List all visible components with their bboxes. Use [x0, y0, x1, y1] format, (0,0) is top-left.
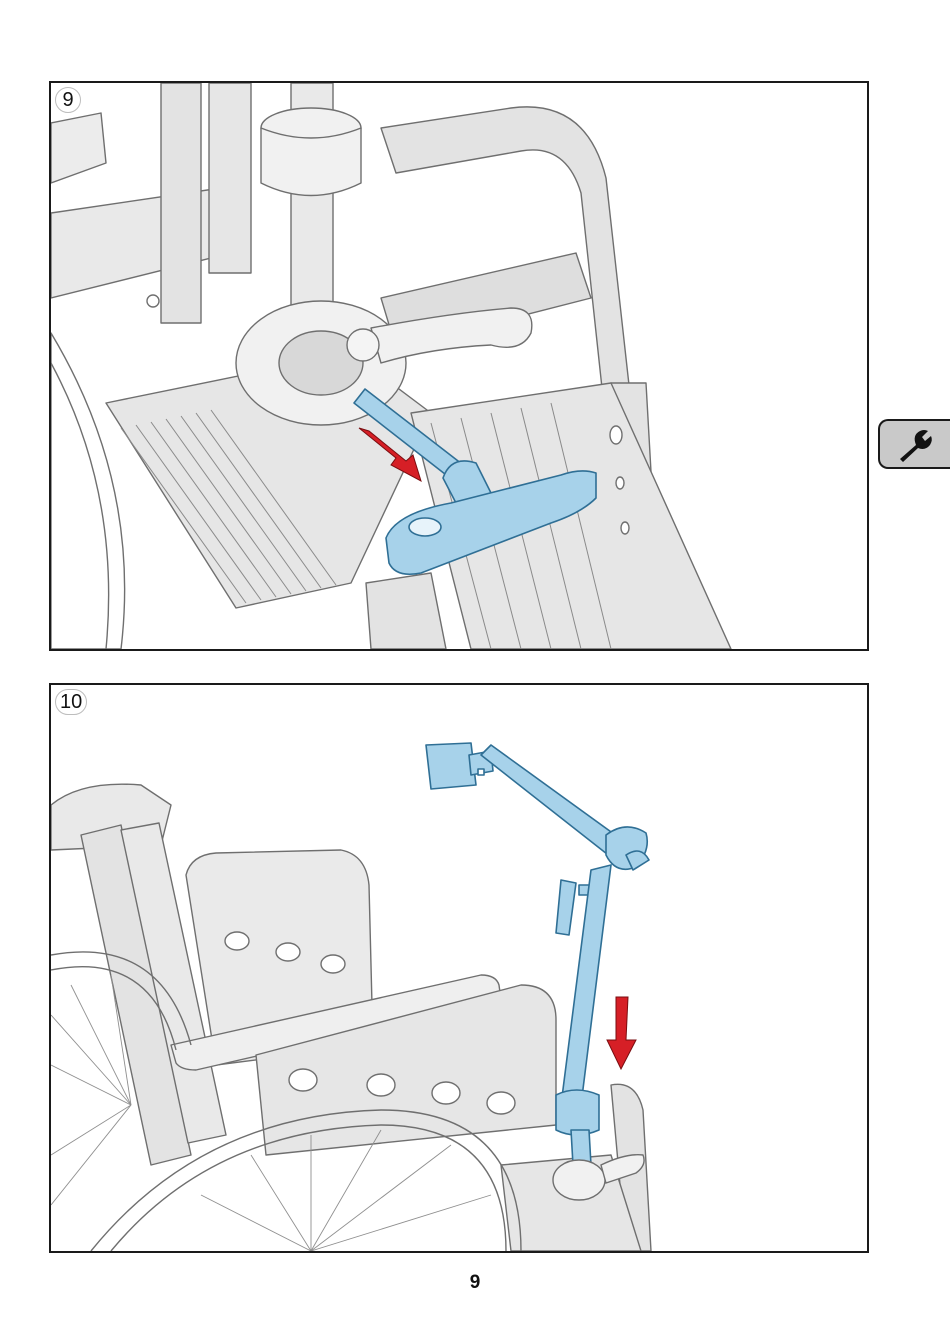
step-9-illustration	[51, 83, 867, 649]
maintenance-section-tab	[878, 419, 950, 469]
step-9-panel: 9	[49, 81, 869, 651]
step-number-badge: 10	[55, 689, 87, 715]
step-10-illustration	[51, 685, 867, 1251]
wrench-icon	[894, 427, 936, 463]
step-10-panel: 10	[49, 683, 869, 1253]
step-number-badge: 9	[55, 87, 81, 113]
page-number: 9	[0, 1272, 950, 1294]
